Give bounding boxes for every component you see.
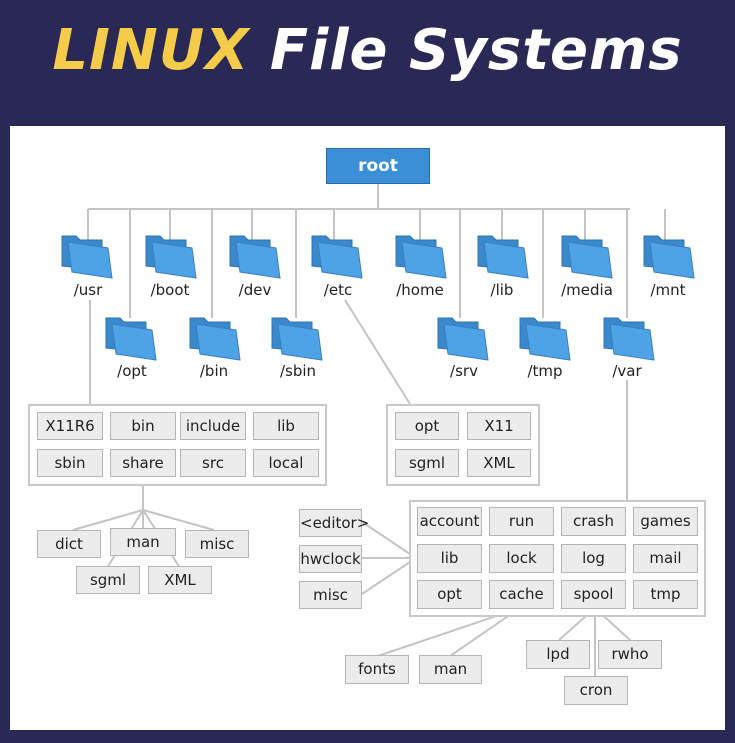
usr-child-bin[interactable]: bin xyxy=(110,412,176,440)
folder-icon-srv[interactable] xyxy=(437,317,489,361)
title-linux: LINUX xyxy=(52,18,250,83)
folder-icon-dev[interactable] xyxy=(229,235,281,279)
var-child-account[interactable]: account xyxy=(417,507,482,536)
folder-icon-lib[interactable] xyxy=(477,235,529,279)
folder-icon-sbin[interactable] xyxy=(271,317,323,361)
usr-child-x11r6[interactable]: X11R6 xyxy=(37,412,103,440)
folder-icon-opt[interactable] xyxy=(105,317,157,361)
var-child-spool[interactable]: spool xyxy=(561,580,626,609)
folder-label-dev[interactable]: /dev xyxy=(238,281,272,299)
usr-child-src[interactable]: src xyxy=(180,449,246,477)
folder-label-lib[interactable]: /lib xyxy=(490,281,514,299)
etc-child-xml[interactable]: XML xyxy=(467,449,531,477)
cache-child-man[interactable]: man xyxy=(419,655,482,684)
share-child-xml[interactable]: XML xyxy=(148,566,212,594)
var-child-mail[interactable]: mail xyxy=(633,544,698,573)
usr-child-lib[interactable]: lib xyxy=(253,412,319,440)
spool-child-lpd[interactable]: lpd xyxy=(526,640,590,669)
title-banner: LINUX File Systems xyxy=(0,0,735,126)
folder-icon-mnt[interactable] xyxy=(643,235,695,279)
cache-child-fonts[interactable]: fonts xyxy=(345,655,409,684)
folder-icons xyxy=(61,235,695,361)
usr-child-share[interactable]: share xyxy=(110,449,176,477)
folder-icon-usr[interactable] xyxy=(61,235,113,279)
folder-icon-boot[interactable] xyxy=(145,235,197,279)
folder-label-usr[interactable]: /usr xyxy=(73,281,103,299)
root-node[interactable]: root xyxy=(326,148,430,184)
usr-child-sbin[interactable]: sbin xyxy=(37,449,103,477)
spool-child-rwho[interactable]: rwho xyxy=(598,640,662,669)
varlib-child-misc[interactable]: misc xyxy=(299,581,362,609)
folder-label-var[interactable]: /var xyxy=(612,362,642,380)
folder-icon-etc[interactable] xyxy=(311,235,363,279)
folder-label-bin[interactable]: /bin xyxy=(199,362,229,380)
share-child-dict[interactable]: dict xyxy=(37,530,101,558)
folder-label-media[interactable]: /media xyxy=(561,281,613,299)
folder-label-etc[interactable]: /etc xyxy=(323,281,353,299)
var-child-cache[interactable]: cache xyxy=(489,580,554,609)
folder-label-boot[interactable]: /boot xyxy=(150,281,190,299)
folder-icon-media[interactable] xyxy=(561,235,613,279)
folder-label-sbin[interactable]: /sbin xyxy=(279,362,317,380)
var-child-tmp[interactable]: tmp xyxy=(633,580,698,609)
folder-icon-home[interactable] xyxy=(395,235,447,279)
share-child-man[interactable]: man xyxy=(110,528,176,556)
folder-label-srv[interactable]: /srv xyxy=(450,362,478,380)
var-child-lib[interactable]: lib xyxy=(417,544,482,573)
folder-icon-tmp[interactable] xyxy=(519,317,571,361)
var-child-lock[interactable]: lock xyxy=(489,544,554,573)
varlib-child-hwclock[interactable]: hwclock xyxy=(299,545,362,573)
etc-child-opt[interactable]: opt xyxy=(395,412,459,440)
folder-icon-var[interactable] xyxy=(603,317,655,361)
varlib-child-editor[interactable]: <editor> xyxy=(299,509,369,537)
share-child-sgml[interactable]: sgml xyxy=(76,566,140,594)
folder-label-home[interactable]: /home xyxy=(396,281,444,299)
title-file-systems: File Systems xyxy=(269,18,683,83)
folder-label-mnt[interactable]: /mnt xyxy=(650,281,686,299)
share-child-misc[interactable]: misc xyxy=(185,530,249,558)
folder-label-opt[interactable]: /opt xyxy=(117,362,147,380)
var-child-run[interactable]: run xyxy=(489,507,554,536)
etc-child-x11[interactable]: X11 xyxy=(467,412,531,440)
usr-child-include[interactable]: include xyxy=(180,412,246,440)
usr-child-local[interactable]: local xyxy=(253,449,319,477)
var-child-games[interactable]: games xyxy=(633,507,698,536)
var-child-opt[interactable]: opt xyxy=(417,580,482,609)
page-title: LINUX File Systems xyxy=(0,18,735,83)
folder-icon-bin[interactable] xyxy=(189,317,241,361)
folder-label-tmp[interactable]: /tmp xyxy=(527,362,563,380)
spool-child-cron[interactable]: cron xyxy=(564,676,628,705)
var-child-crash[interactable]: crash xyxy=(561,507,626,536)
var-child-log[interactable]: log xyxy=(561,544,626,573)
etc-child-sgml[interactable]: sgml xyxy=(395,449,459,477)
